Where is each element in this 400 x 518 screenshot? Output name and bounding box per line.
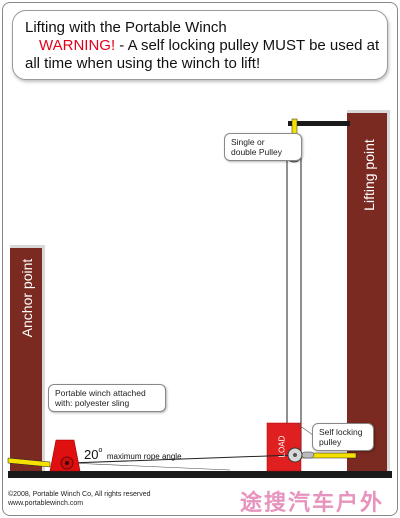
winch-note: Portable winch attached with: polyester … [48,384,166,412]
winch-note-line-2: with: polyester sling [55,398,130,408]
pulley-note-line-1: Single or [231,137,265,147]
angle-label: 20o maximum rope angle [84,446,182,464]
self-locking-note-line-1: Self locking [319,427,363,437]
ground [8,471,392,478]
website: www.portablewinch.com [8,500,84,507]
title-line-3: all time when using the winch to lift! [25,55,261,72]
angle-text: maximum rope angle [106,452,182,461]
self-locking-note: Self locking pulley [312,423,374,451]
watermark: 途搜汽车户外 [240,490,385,515]
title-line-2: WARNING! - A self locking pulley MUST be… [39,37,379,54]
pulley-note-line-2: double Pulley [231,147,283,157]
top-beam [288,121,350,126]
title-line-1: Lifting with the Portable Winch [25,19,227,36]
load-label: LOAD [277,435,287,458]
pulley-note: Single or double Pulley [224,133,302,161]
anchor-sling [7,457,51,468]
load-box [266,422,302,472]
angle-degree: o [98,447,103,454]
title-box: Lifting with the Portable Winch WARNING!… [12,10,388,80]
lifting-post [347,110,390,474]
copyright: ©2008, Portable Winch Co, All rights res… [8,491,151,498]
angle-value: 20 [84,447,99,462]
winch-note-line-1: Portable winch attached [55,388,146,398]
anchor-post [10,245,45,474]
winch-rope [69,454,296,464]
warning-text: WARNING! [39,37,116,54]
warning-rest: - A self locking pulley MUST be used at [115,37,380,54]
self-locking-note-line-2: pulley [319,437,342,447]
